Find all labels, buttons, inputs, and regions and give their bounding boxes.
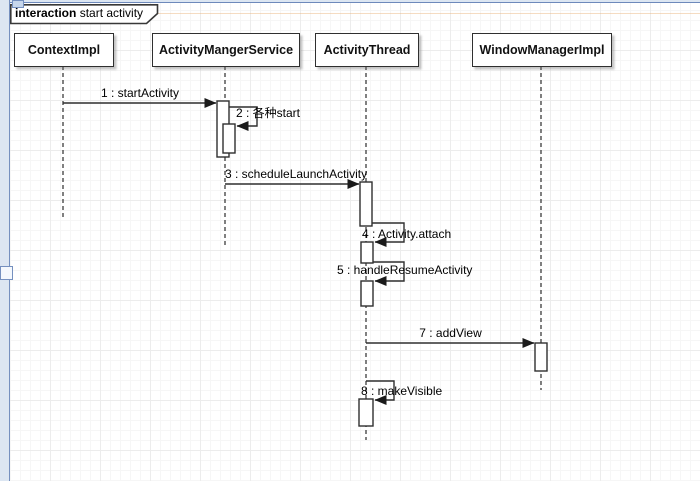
message-loop-4-activity-attach[interactable]	[372, 222, 405, 247]
selection-handle-top[interactable]	[12, 0, 24, 8]
message-label-1[interactable]: 1 : startActivity	[100, 86, 180, 100]
lifeline-head-activitymangerservice[interactable]: ActivityMangerService	[152, 33, 300, 67]
frame-title: start activity	[79, 6, 144, 20]
message-label-2[interactable]: 2 : 各种start	[236, 106, 301, 120]
message-label-4[interactable]: 4 : Activity.attach	[362, 227, 452, 241]
guide-line	[0, 13, 700, 14]
selection-handle-left[interactable]	[0, 266, 13, 280]
activation-bar-activitythread-attach[interactable]	[360, 241, 374, 264]
frame-keyword: interaction	[15, 6, 77, 20]
message-label-7[interactable]: 7 : addView	[419, 326, 482, 340]
lifeline-head-activitythread[interactable]: ActivityThread	[315, 33, 419, 67]
frame-tab[interactable]	[10, 4, 159, 25]
lifeline-head-windowmanagerimpl[interactable]: WindowManagerImpl	[472, 33, 612, 67]
lifeline-name: WindowManagerImpl	[479, 43, 605, 57]
lifeline-name: ActivityMangerService	[158, 43, 294, 57]
activation-bar-activitythread-main[interactable]	[359, 181, 373, 227]
message-loop-8-makevisible[interactable]	[366, 380, 395, 405]
frame-tab-label[interactable]: interaction start activity	[15, 6, 143, 20]
message-label-5[interactable]: 5 : handleResumeActivity	[337, 263, 473, 277]
message-label-3[interactable]: 3 : scheduleLaunchActivity	[225, 167, 368, 181]
activation-bar-activitythread-makevisible[interactable]	[358, 398, 374, 427]
activation-bar-ams-nested[interactable]	[222, 123, 236, 154]
lifeline-head-contextimpl[interactable]: ContextImpl	[14, 33, 114, 67]
message-loop-2-various-start[interactable]	[229, 106, 258, 131]
page-edge-top	[0, 0, 700, 3]
page-edge-left	[0, 0, 10, 481]
message-loop-5-handleresumeactivity[interactable]	[373, 261, 405, 286]
message-label-8[interactable]: 8 : makeVisible	[361, 384, 443, 398]
lifeline-name: ContextImpl	[27, 43, 101, 57]
activation-bar-activitythread-resume[interactable]	[360, 280, 374, 307]
lifeline-name: ActivityThread	[323, 43, 411, 57]
activation-bar-windowmanagerimpl[interactable]	[534, 342, 548, 372]
